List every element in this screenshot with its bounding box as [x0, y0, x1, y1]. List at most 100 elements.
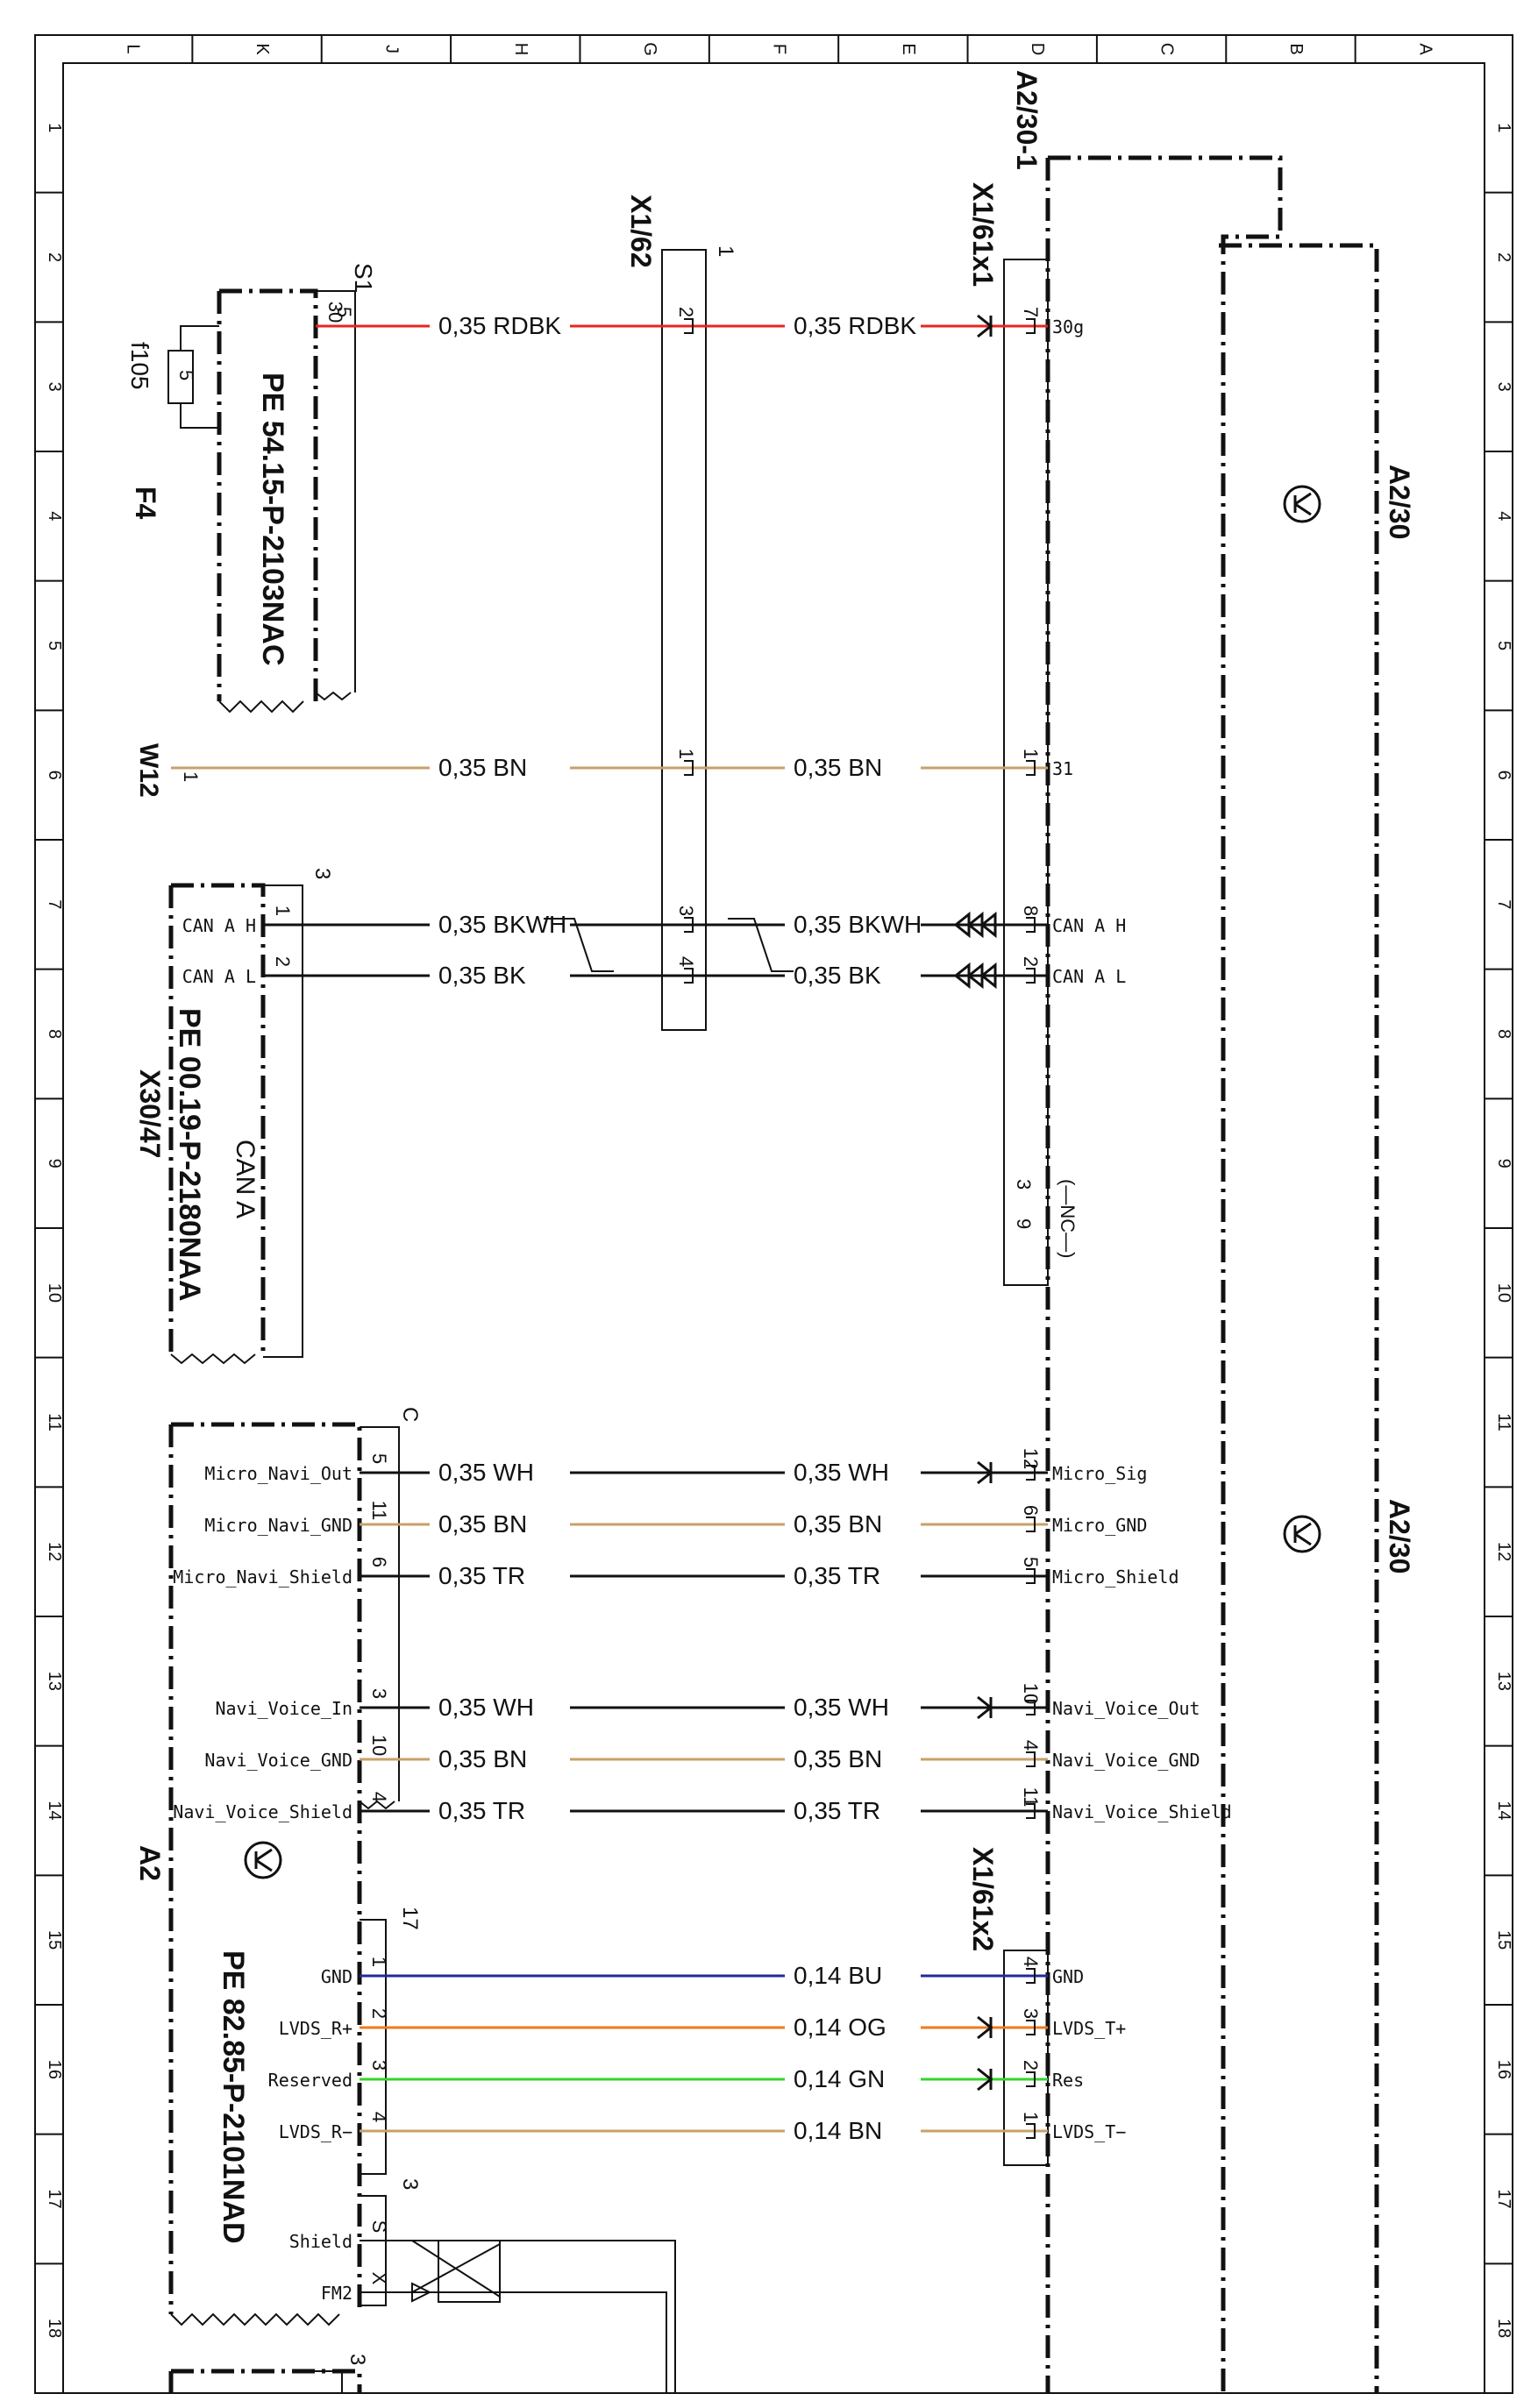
- pin-number-shield: X: [368, 2272, 390, 2285]
- wire-label-right: 0,35 BN: [794, 1745, 882, 1772]
- a2-c-bracket: [360, 1426, 400, 1801]
- grid-col-label: F: [770, 44, 789, 54]
- wire-label-right: 0,35 BN: [794, 754, 882, 781]
- wire-label-left: 0,35 WH: [438, 1459, 534, 1486]
- grid-row-label: 17: [1494, 2189, 1513, 2208]
- grid-col-label: E: [899, 43, 918, 54]
- grid-row-label: 6: [1494, 771, 1513, 780]
- wire-label-left: 0,35 TR: [438, 1562, 525, 1589]
- wires: [171, 314, 1048, 2139]
- label-a2-17: 17: [398, 1907, 422, 1930]
- grid-row-label: 15: [45, 1930, 64, 1950]
- pin-label-right: Navi_Voice_Out: [1052, 1698, 1200, 1719]
- connector-arrow: [977, 2067, 993, 2092]
- next-box-bracket: [307, 2370, 343, 2393]
- pin-label-left: GND: [321, 1966, 352, 1987]
- x1-62-connector: [661, 249, 707, 1031]
- grid-row-label: 7: [45, 899, 64, 909]
- x1-61x1-connector: [1003, 259, 1049, 1286]
- pin-number-mid: 4: [675, 956, 697, 967]
- pin-label-shield: FM2: [321, 2283, 352, 2304]
- pin-label-right: LVDS_T+: [1052, 2018, 1126, 2039]
- pin-number-shield: S: [368, 2220, 390, 2234]
- label-x1-61x1: X1/61x1: [967, 182, 999, 287]
- label-pe-x30: PE 00.19-P-2180NAA: [173, 1008, 206, 1302]
- grid-row-label: 13: [1494, 1672, 1513, 1691]
- next-box: [168, 2369, 362, 2393]
- label-a2-3a: 3: [398, 2178, 422, 2190]
- pin-number-left: 5: [368, 1453, 390, 1464]
- label-fuse-value: 5: [175, 370, 197, 380]
- pin-number-left: 30: [324, 302, 346, 323]
- a2-break: [170, 2312, 340, 2326]
- pin-socket: [1026, 968, 1036, 984]
- grid-col-label: L: [124, 44, 143, 53]
- pin-number-right: 1: [1020, 749, 1042, 759]
- pin-label-right: Navi_Voice_Shield: [1052, 1801, 1232, 1822]
- grid-row-label: 14: [45, 1801, 64, 1820]
- semiconductor-symbol: [1283, 485, 1321, 523]
- pin-number-right: 3: [1020, 2008, 1042, 2019]
- pin-label-right: Micro_Sig: [1052, 1463, 1147, 1484]
- pin-label-left: Micro_Navi_Shield: [173, 1566, 352, 1588]
- pin-socket: [1026, 917, 1036, 933]
- wire-label-right: 0,35 WH: [794, 1694, 889, 1721]
- pin-number-left: 6: [368, 1557, 390, 1567]
- a2-c-break: [359, 1800, 395, 1810]
- grid-row-label: 9: [1494, 1159, 1513, 1168]
- grid-row-label: 11: [45, 1413, 64, 1431]
- wire-label-right: 0,14 BN: [794, 2117, 882, 2144]
- connector-arrow: [977, 2015, 993, 2040]
- wire-label-right: 0,14 OG: [794, 2014, 886, 2041]
- pin-number-right: 8: [1020, 906, 1042, 916]
- label-a2-30-bottom: A2/30: [1384, 1499, 1415, 1573]
- pin-label-right: 30g: [1052, 316, 1084, 337]
- label-nc: (—NC—): [1057, 1179, 1079, 1258]
- pin-label-right: Res: [1052, 2070, 1084, 2091]
- connector-double-arrow: [953, 962, 997, 990]
- semiconductor-symbol-lines: [1293, 492, 1312, 516]
- grid-row-label: 4: [45, 511, 64, 521]
- shield-cable-1: [360, 2240, 676, 2393]
- a2-30-outline: [1219, 243, 1379, 2393]
- grid-row-label: 10: [1494, 1283, 1513, 1303]
- grid-row-label: 9: [45, 1159, 64, 1168]
- pin-socket-mid: [684, 318, 694, 334]
- pin-number-left: 2: [272, 956, 294, 967]
- pin-number-right: 7: [1020, 307, 1042, 317]
- connector-double-arrow: [953, 911, 997, 939]
- f4-box-break: [218, 700, 304, 714]
- wire-label-right: 0,35 TR: [794, 1797, 880, 1824]
- label-pe-f4: PE 54.15-P-2103NAC: [256, 373, 289, 666]
- pin-label-shield: Shield: [289, 2231, 352, 2252]
- grid-col-label: B: [1286, 43, 1306, 54]
- pin-number-left: 3: [368, 2060, 390, 2071]
- pin-label-right: Micro_GND: [1052, 1515, 1147, 1536]
- pin-socket: [1026, 2020, 1036, 2035]
- grid-row-label: 7: [1494, 899, 1513, 909]
- a2-3-bracket: [360, 2195, 387, 2306]
- pin-number-right: 2: [1020, 2060, 1042, 2071]
- label-x1-62-num: 1: [714, 245, 737, 257]
- pin-label-right: Navi_Voice_GND: [1052, 1750, 1200, 1771]
- pin-socket: [1026, 1465, 1036, 1481]
- wire-label-right: 0,35 BK: [794, 962, 881, 989]
- wire-label-right: 0,14 GN: [794, 2065, 885, 2092]
- label-a2-30-top: A2/30: [1384, 465, 1415, 539]
- pin-socket: [1026, 1968, 1036, 1984]
- label-s1: S1: [350, 263, 377, 293]
- pin-socket-mid: [684, 760, 694, 776]
- pin-number-left: 1: [368, 1957, 390, 1967]
- pin-socket: [1026, 1751, 1036, 1767]
- grid-row-label: 6: [45, 771, 64, 780]
- wire-label-left: 0,35 TR: [438, 1797, 525, 1824]
- label-can-a: CAN A: [231, 1140, 260, 1218]
- grid-row-label: 18: [1494, 2319, 1513, 2338]
- pin-label-right: 31: [1052, 758, 1073, 779]
- pin-label-right: Micro_Shield: [1052, 1566, 1179, 1588]
- x1-61x2-connector: [1003, 1950, 1049, 2166]
- label-a2-30-1: A2/30-1: [1011, 70, 1043, 170]
- semiconductor-symbol: [244, 1841, 282, 1879]
- pin-socket-mid: [684, 968, 694, 984]
